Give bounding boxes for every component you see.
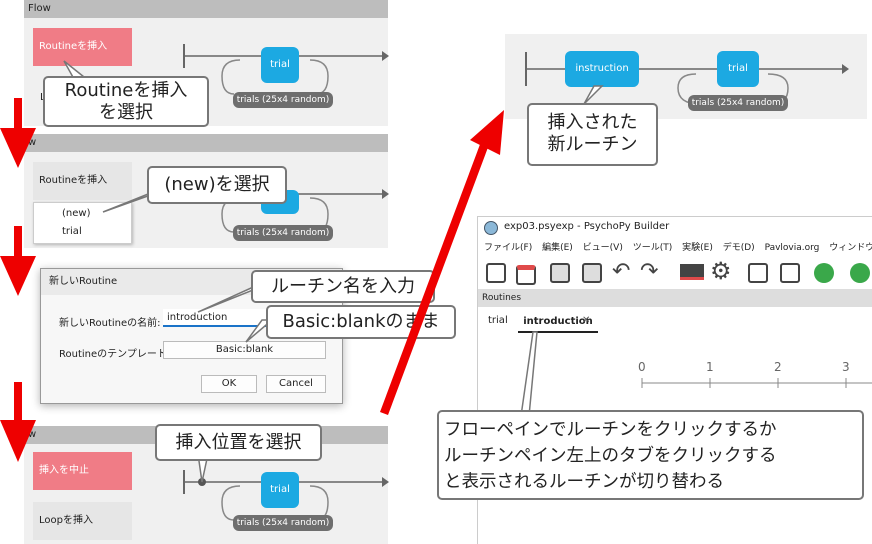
flow-header: Flow: [24, 0, 388, 18]
experiment-settings-icon[interactable]: [748, 263, 768, 283]
tab-close-icon[interactable]: ✕: [582, 315, 591, 326]
callout-step4: 挿入位置を選択: [155, 424, 322, 461]
template-select[interactable]: Basic:blank: [163, 341, 326, 359]
insert-routine-button-step2[interactable]: Routineを挿入: [33, 162, 132, 200]
menu-view[interactable]: ビュー(V): [582, 243, 623, 253]
down-arrow-2: [0, 226, 36, 296]
timeline-tick-3: 3: [842, 360, 850, 374]
routine-instruction[interactable]: instruction: [565, 51, 639, 87]
loop-trials-result[interactable]: trials (25x4 random): [688, 95, 788, 111]
callout-step1: Routineを挿入 を選択: [43, 76, 209, 127]
callout-step1-line1: Routineを挿入: [64, 80, 188, 101]
callout-result: 挿入された 新ルーチン: [527, 103, 658, 166]
callout-routine-name: ルーチン名を入力: [251, 270, 435, 303]
compile-script-icon[interactable]: [780, 263, 800, 283]
menu-pavlovia[interactable]: Pavlovia.org: [764, 243, 820, 253]
routine-trial-result[interactable]: trial: [717, 51, 759, 87]
menu-item-trial[interactable]: trial: [62, 226, 82, 237]
callout-step1-line2: を選択: [99, 102, 153, 123]
callout-result-line2: 新ルーチン: [547, 134, 638, 155]
save-as-icon[interactable]: [582, 263, 602, 283]
open-folder-icon[interactable]: [516, 265, 536, 285]
undo-icon[interactable]: ↶: [612, 259, 631, 284]
routine-trial-step4[interactable]: trial: [261, 472, 299, 508]
cancel-insert-button[interactable]: 挿入を中止: [33, 452, 132, 490]
menu-bar: ファイル(F) 編集(E) ビュー(V) ツール(T) 実験(E) デモ(D) …: [478, 239, 872, 257]
menu-experiment[interactable]: 実験(E): [682, 243, 713, 253]
toolbar: ↶ ↷ ⚙: [478, 257, 872, 289]
tab-introduction[interactable]: introduction: [518, 311, 598, 333]
menu-edit[interactable]: 編集(E): [542, 243, 573, 253]
run-pilot-icon[interactable]: [814, 263, 834, 283]
ok-button[interactable]: OK: [201, 375, 257, 393]
timeline-tick-2: 2: [774, 360, 782, 374]
timeline-axis: [641, 378, 872, 388]
template-label: Routineのテンプレート:: [59, 349, 171, 360]
loop-trials-step2[interactable]: trials (25x4 random): [233, 225, 333, 241]
menu-item-new[interactable]: (new): [62, 208, 91, 219]
insert-loop-button-partial[interactable]: L: [40, 92, 46, 103]
menu-file[interactable]: ファイル(F): [484, 243, 533, 253]
timeline-tick-0: 0: [638, 360, 646, 374]
settings-gear-icon[interactable]: ⚙: [710, 257, 732, 285]
insert-routine-button[interactable]: Routineを挿入: [33, 28, 132, 66]
insert-loop-button[interactable]: Loopを挿入: [33, 502, 132, 540]
menu-window[interactable]: ウィンドウ: [829, 243, 872, 253]
builder-titlebar: exp03.psyexp - PsychoPy Builder: [478, 217, 872, 239]
callout-step2: (new)を選択: [147, 166, 287, 204]
routine-name-label: 新しいRoutineの名前:: [59, 318, 161, 329]
routine-menu: (new) trial: [33, 202, 132, 244]
builder-window: exp03.psyexp - PsychoPy Builder ファイル(F) …: [477, 216, 872, 544]
callout-tab-switch-line1: フローペインでルーチンをクリックするか: [444, 420, 777, 440]
tab-trial[interactable]: trial: [488, 315, 508, 326]
timeline-tick-1: 1: [706, 360, 714, 374]
callout-result-line1: 挿入された: [547, 112, 638, 133]
flow-header-step2: w: [24, 134, 388, 152]
menu-demos[interactable]: デモ(D): [722, 243, 755, 253]
new-file-icon[interactable]: [486, 263, 506, 283]
callout-tab-switch: フローペインでルーチンをクリックするか ルーチンペイン左上のタブをクリックする …: [437, 410, 864, 500]
callout-tab-switch-line2: ルーチンペイン左上のタブをクリックする: [444, 446, 777, 466]
save-icon[interactable]: [550, 263, 570, 283]
routines-pane-header: Routines: [478, 289, 872, 307]
routine-trial-step1[interactable]: trial: [261, 47, 299, 83]
loop-trials-step4[interactable]: trials (25x4 random): [233, 515, 333, 531]
menu-tools[interactable]: ツール(T): [632, 243, 673, 253]
callout-pointer-tabs: [520, 331, 538, 417]
loop-trials-step1[interactable]: trials (25x4 random): [233, 92, 333, 108]
psychopy-logo-icon: [484, 221, 498, 235]
run-icon[interactable]: [850, 263, 870, 283]
monitor-icon[interactable]: [680, 264, 704, 280]
down-arrow-1: [0, 98, 36, 168]
redo-icon[interactable]: ↷: [640, 259, 659, 284]
down-arrow-3: [0, 382, 36, 462]
callout-pointer-result: [583, 85, 604, 105]
window-title: exp03.psyexp - PsychoPy Builder: [504, 221, 670, 232]
cancel-button[interactable]: Cancel: [266, 375, 326, 393]
callout-tab-switch-line3: と表示されるルーチンが切り替わる: [444, 472, 724, 492]
diagonal-arrow: [380, 110, 504, 415]
